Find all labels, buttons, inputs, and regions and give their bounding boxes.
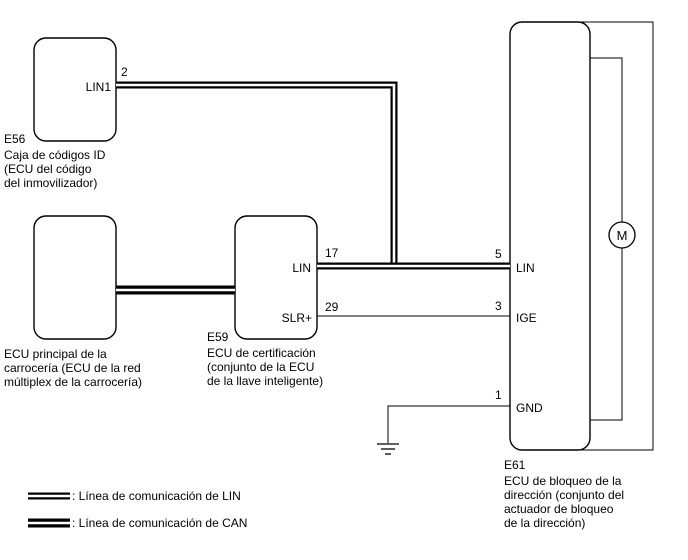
- main-body-ecu-name-line: carrocería (ECU de la red: [4, 361, 141, 375]
- certification-ecu-name-line: (conjunto de la ECU: [207, 360, 314, 374]
- certification-ecu-pin-label-lin: LIN: [292, 261, 311, 275]
- certification-ecu-pin-number-lin: 17: [325, 246, 339, 260]
- immobiliser-ecu-box: [33, 37, 117, 142]
- steering-lock-ecu-pin-label-ige: IGE: [516, 311, 537, 325]
- legend-item-can: : Línea de comunicación de CAN: [28, 516, 247, 530]
- certification-ecu-name-line: de la llave inteligente): [207, 374, 323, 388]
- steering-lock-ecu-id: E61: [504, 458, 526, 472]
- ground-circuit: [377, 405, 510, 455]
- steering-lock-ecu-name-line: dirección (conjunto del: [504, 488, 624, 502]
- certification-ecu-name: ECU de certificación (conjunto de la ECU…: [207, 346, 323, 388]
- steering-lock-ecu-name-line: actuador de bloqueo: [504, 502, 614, 516]
- certification-ecu-pin-number-slr: 29: [325, 300, 339, 314]
- steering-lock-ecu-pin-number-ige: 3: [495, 299, 502, 313]
- main-body-ecu-name-line: múltiplex de la carrocería): [4, 375, 142, 389]
- immobiliser-ecu-pin-label: LIN1: [86, 80, 112, 94]
- legend: : Línea de comunicación de LIN : Línea d…: [28, 489, 247, 530]
- steering-lock-ecu-name-line: ECU de bloqueo de la: [504, 474, 622, 488]
- certification-ecu-name-line: ECU de certificación: [207, 346, 316, 360]
- certification-ecu-box: [234, 215, 318, 340]
- motor-wire: [590, 248, 623, 421]
- motor-icon: [608, 221, 636, 249]
- immobiliser-ecu-id: E56: [4, 132, 26, 146]
- steering-lock-ecu-name: ECU de bloqueo de la dirección (conjunto…: [504, 474, 627, 530]
- legend-can-label: : Línea de comunicación de CAN: [72, 516, 247, 530]
- gnd-wire: [387, 405, 510, 443]
- main-body-ecu-name-line: ECU principal de la: [4, 347, 107, 361]
- motor-circuit: M: [590, 57, 636, 421]
- steering-lock-ecu-pin-label-gnd: GND: [516, 401, 543, 415]
- immobiliser-ecu-name-line: Caja de códigos ID: [4, 148, 106, 162]
- steering-lock-ecu-pin-number-gnd: 1: [495, 388, 502, 402]
- legend-item-lin: : Línea de comunicación de LIN: [28, 489, 241, 503]
- certification-ecu-pin-label-slr: SLR+: [282, 311, 312, 325]
- certification-ecu-id: E59: [207, 330, 229, 344]
- main-body-ecu-box: [33, 215, 117, 340]
- main-body-ecu-name: ECU principal de la carrocería (ECU de l…: [4, 347, 144, 389]
- ground-icon: [377, 443, 399, 455]
- immobiliser-ecu-name-line: del inmovilizador): [4, 176, 97, 190]
- steering-lock-ecu-name-line: de la dirección): [504, 516, 585, 530]
- steering-lock-ecu-pin-label-lin: LIN: [516, 261, 535, 275]
- steering-lock-ecu-box: [509, 21, 591, 451]
- motor-symbol: M: [617, 228, 628, 243]
- motor-wire: [590, 57, 623, 222]
- immobiliser-ecu-name-line: (ECU del código: [4, 162, 92, 176]
- steering-lock-ecu-pin-number-lin: 5: [495, 247, 502, 261]
- immobiliser-ecu-pin-number: 2: [121, 65, 128, 79]
- lin-bus-wires: [116, 81, 510, 270]
- legend-lin-label: : Línea de comunicación de LIN: [72, 489, 241, 503]
- immobiliser-ecu-name: Caja de códigos ID (ECU del código del i…: [4, 148, 109, 190]
